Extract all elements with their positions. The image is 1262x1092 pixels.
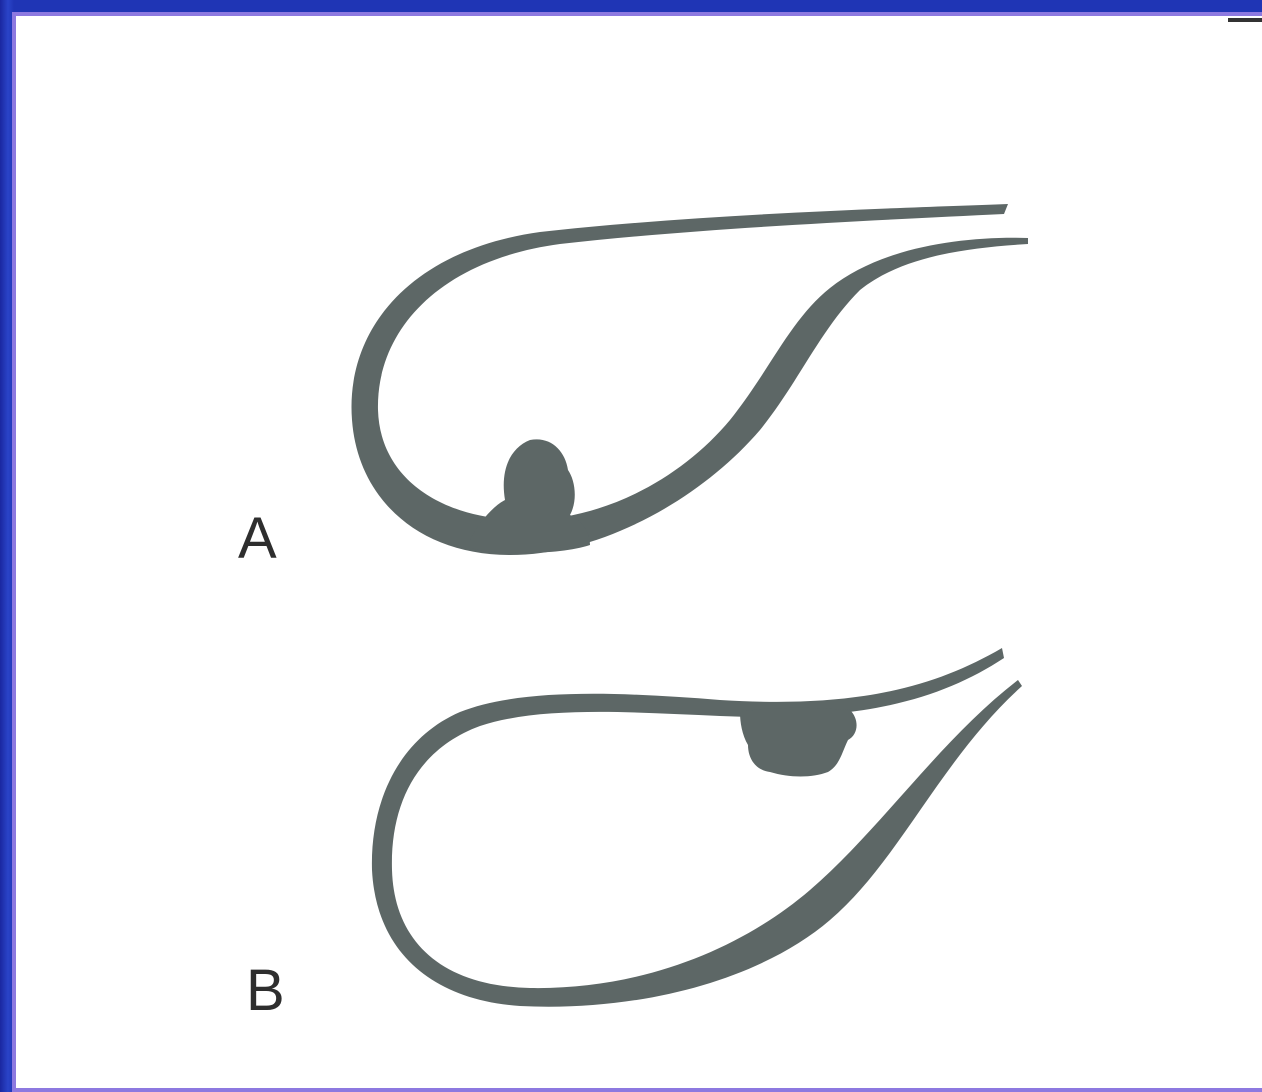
panel-b-lesion [740,708,857,777]
panel-a-gallbladder-wall [351,204,1028,555]
panel-a-polyp [470,439,590,553]
panel-b-label: B [246,958,285,1023]
panel-a: A [238,204,1028,571]
panel-b-gallbladder-wall [372,648,1022,1007]
panel-a-label: A [238,506,277,571]
panel-b: B [246,648,1022,1023]
